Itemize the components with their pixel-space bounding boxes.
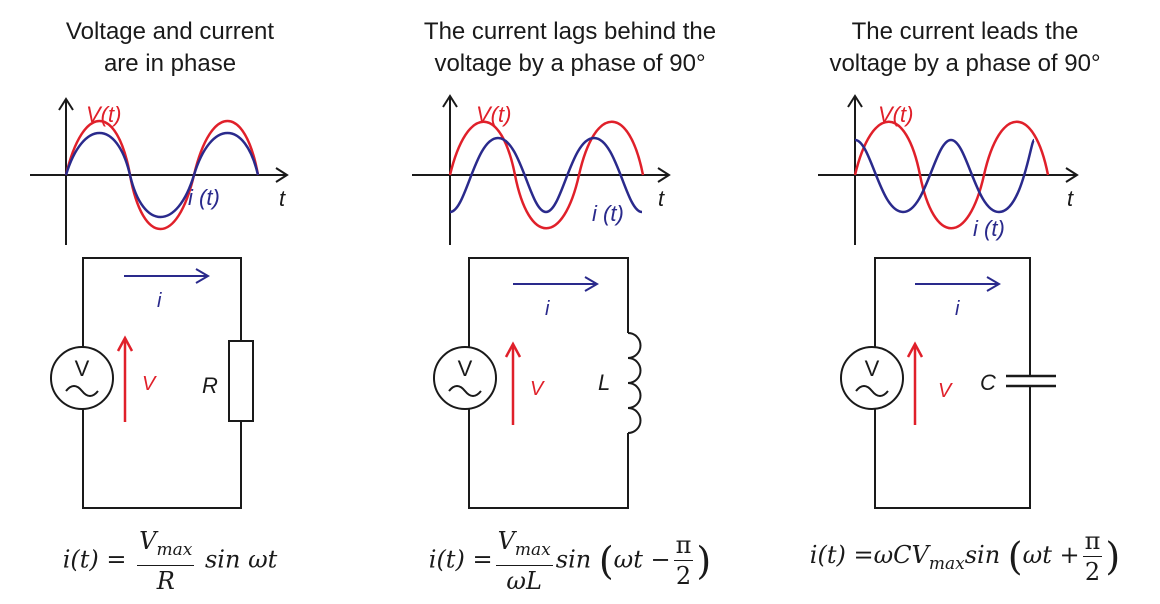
voltage-arrow [504,341,522,425]
panel-inductor: The current lags behind the voltage by a… [380,0,760,604]
voltage-wave [853,120,1050,230]
equation-tail: sin ωt [204,545,278,574]
svg-text:V: V [865,356,880,381]
pi-fraction: π 2 [1082,526,1103,587]
svg-text:V: V [458,356,473,381]
fraction-denominator: ωL [506,566,542,595]
resistor-symbol [228,340,254,422]
current-arrow-label: i [157,290,162,312]
title-line-2: voltage by a phase of 90° [434,50,706,77]
equation-lhs: i(t) = [809,541,874,569]
ac-source-symbol: V [50,346,114,410]
fraction-denominator: R [156,566,175,595]
voltage-wave-label: V(t) [878,102,913,127]
voltage-arrow-label: V [142,373,157,395]
voltage-wave-label: V(t) [476,102,511,127]
equation-inner: ωt + [1022,541,1080,569]
waveform-axes [30,97,289,245]
right-paren: ) [696,538,712,583]
resistor-figure: V(t) i (t) t R V i V [30,97,289,509]
voltage-arrow [116,335,134,422]
component-label: R [202,373,218,398]
current-wave [449,136,643,214]
title-line-1: Voltage and current [65,18,275,45]
component-label: L [598,370,610,395]
equation-lhs: i(t) = [428,545,493,574]
pi-denominator: 2 [1084,558,1101,586]
voltage-wave [448,120,645,230]
inductor-figure: V(t) i (t) t L V i V [412,94,671,509]
panel-title: The current leads the voltage by a phase… [780,16,1150,80]
ac-source-symbol: V [433,346,497,410]
ac-source-symbol: V [840,346,904,410]
panel-resistor: Voltage and current are in phase V(t) i … [0,0,340,604]
current-equation: i(t) = Vmax R sin ωt [0,526,340,596]
component-label: C [980,370,996,395]
current-arrow-label: i [955,298,960,320]
right-paren: ) [1105,534,1121,579]
inductor-symbol [627,332,642,434]
equation-inner: ωt − [613,545,671,574]
pi-denominator: 2 [675,562,692,591]
equation-fraction: Vmax ωL [495,526,553,596]
current-equation: i(t) = Vmax ωL sin (ωt − π 2 ) [380,526,760,596]
svg-text:V: V [75,356,90,381]
equation-lhs: i(t) = [62,545,127,574]
circuit-wires [468,257,629,509]
time-axis-label: t [279,186,286,211]
current-wave [854,138,1036,214]
time-axis-label: t [658,186,665,211]
current-arrow [124,268,210,284]
equation-fraction: Vmax R [137,526,195,596]
current-wave-label: i (t) [592,201,624,226]
current-equation: i(t) =ωCVmaxsin (ωt + π 2 ) [780,526,1150,587]
capacitor-figure: V(t) i (t) t C V i V [818,94,1079,509]
current-arrow [513,276,599,292]
title-line-2: voltage by a phase of 90° [829,50,1101,77]
fraction-numerator: V [139,527,157,555]
voltage-arrow [906,341,924,425]
capacitor-symbol [1006,374,1056,388]
left-paren: ( [1007,534,1023,579]
equation-function: sin [964,541,1001,569]
circuit-wires [82,257,242,509]
numerator-subscript: max [156,539,193,560]
title-line-1: The current lags behind the [423,18,717,45]
title-line-2: are in phase [103,50,237,77]
left-paren: ( [598,538,614,583]
panel-title: Voltage and current are in phase [0,16,340,80]
panel-capacitor: The current leads the voltage by a phase… [780,0,1150,604]
pi-fraction: π 2 [673,530,694,591]
current-wave-label: i (t) [188,185,220,210]
pi-numerator: π [673,531,694,562]
numerator-subscript: max [514,539,551,560]
current-arrow-label: i [545,298,550,320]
equation-prefix: ωCV [873,541,929,569]
equation-function: sin [555,545,592,574]
current-wave-label: i (t) [973,216,1005,241]
voltage-arrow-label: V [530,378,545,400]
title-line-1: The current leads the [851,18,1079,45]
panel-title: The current lags behind the voltage by a… [380,16,760,80]
voltage-wave [64,119,260,231]
pi-numerator: π [1082,527,1103,557]
prefix-subscript: max [928,553,965,574]
fraction-numerator: V [497,527,515,555]
voltage-wave-label: V(t) [86,102,121,127]
current-wave [64,131,260,219]
waveform-axes [818,94,1079,245]
circuit-wires [874,257,1031,509]
voltage-arrow-label: V [938,380,953,402]
time-axis-label: t [1067,186,1074,211]
current-arrow [915,276,1001,292]
